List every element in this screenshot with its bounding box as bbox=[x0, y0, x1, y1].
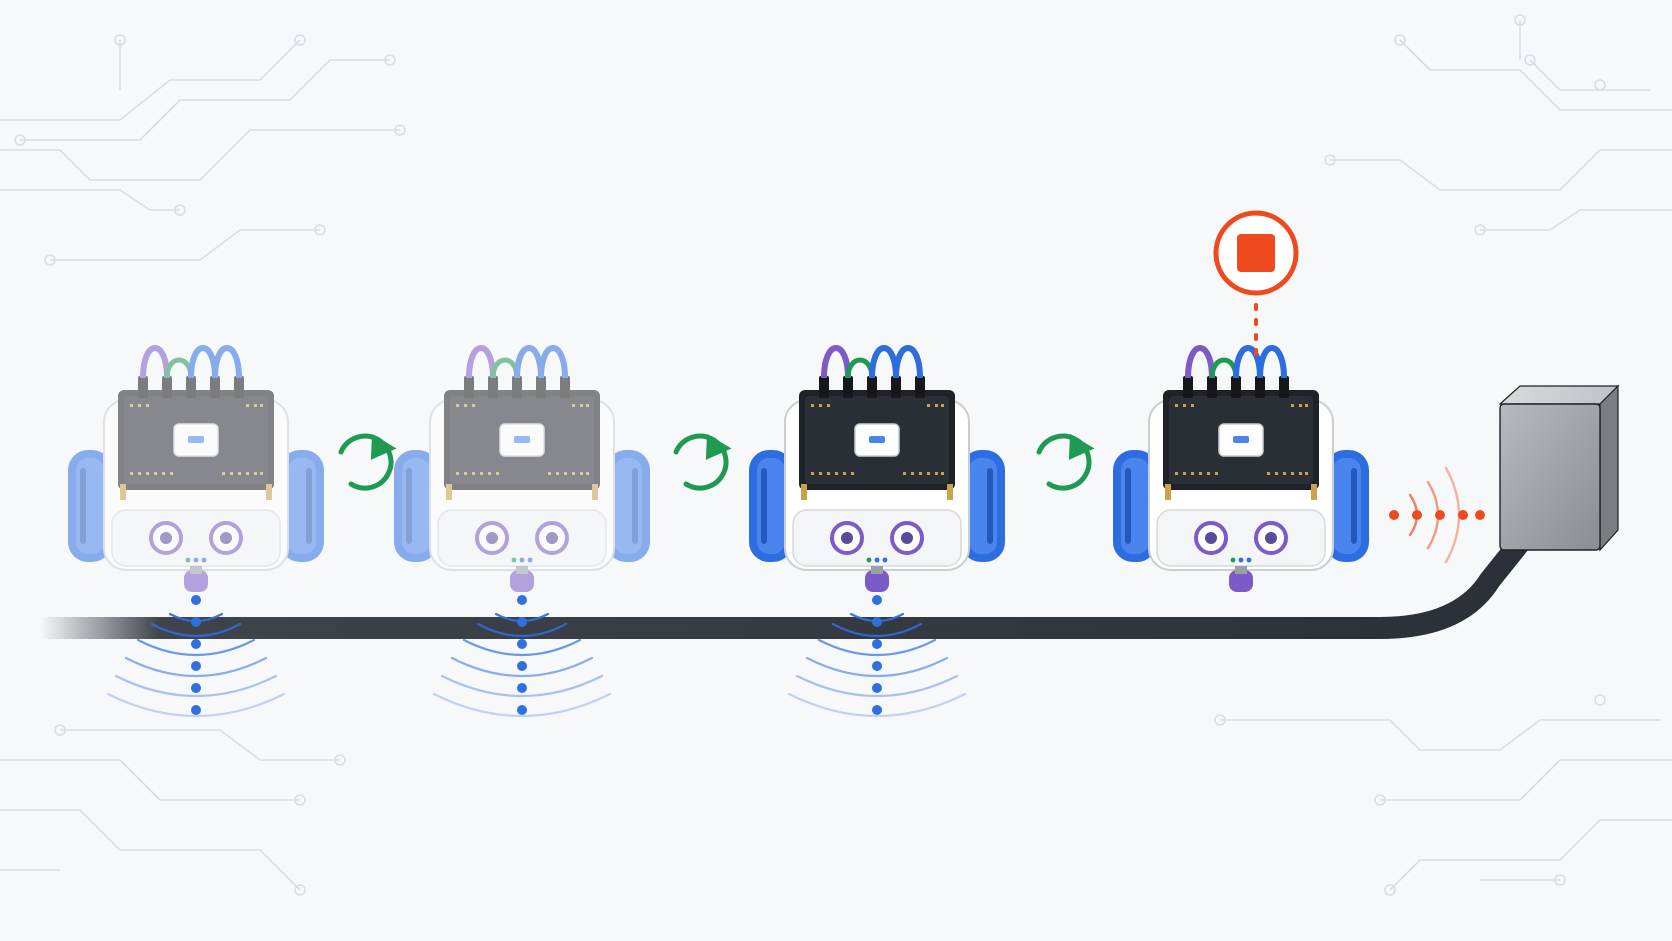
obstacle-block bbox=[1498, 384, 1620, 552]
loop-arrow-icon bbox=[341, 428, 397, 488]
loop-arrow-icon bbox=[676, 428, 732, 488]
robot-3 bbox=[749, 348, 1005, 592]
robot-2 bbox=[394, 348, 650, 592]
line-track bbox=[29, 519, 1541, 639]
distance-signal bbox=[1389, 466, 1485, 564]
robot-4 bbox=[1113, 348, 1369, 592]
robot-1 bbox=[68, 348, 324, 592]
circuit-trace-decoration bbox=[0, 14, 1672, 896]
stop-icon bbox=[1213, 210, 1299, 356]
line-sensor-1 bbox=[106, 593, 286, 718]
line-sensor-3 bbox=[787, 593, 967, 718]
loop-arrow-icon bbox=[1039, 428, 1095, 488]
line-sensor-2 bbox=[432, 593, 612, 718]
